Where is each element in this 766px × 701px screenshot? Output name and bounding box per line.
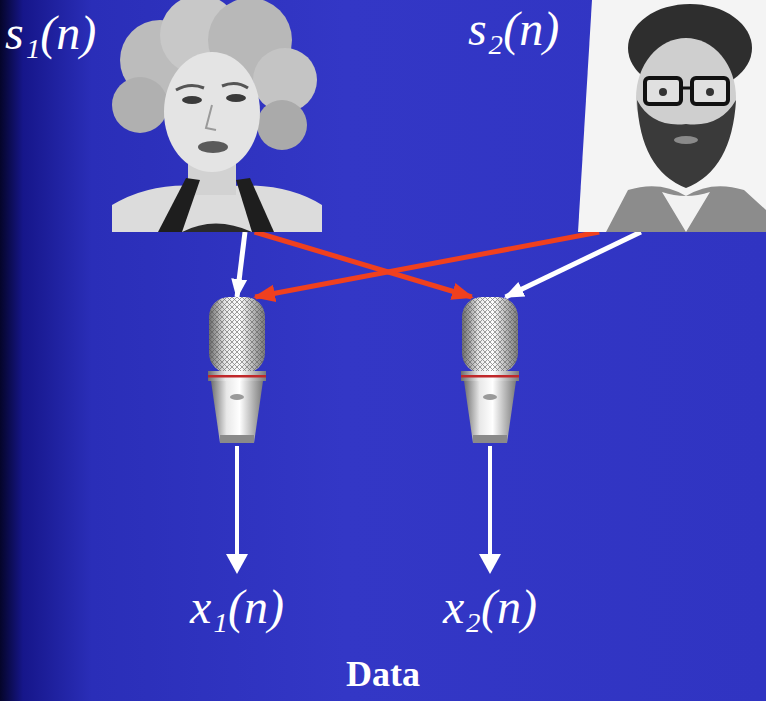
speaker-portrait [112,0,322,232]
microphone-node: x₂(n) [425,295,555,636]
microphone-symbol [208,297,266,443]
signal-path [237,232,245,297]
signal-name: s₁(n) [5,4,96,62]
signal-name: x₁(n) [190,578,284,636]
signal-path [255,232,599,297]
output-arrow [226,446,248,574]
signal-name: x₂(n) [443,578,537,636]
speaker-node: s₁(n) [5,0,325,232]
speaker-portrait [578,0,766,232]
microphone-symbol [461,297,519,443]
output-arrow [479,446,501,574]
signal-name: s₂(n) [468,0,559,58]
speaker-node: s₂(n) [468,0,766,232]
signal-path [506,232,641,297]
caption-label: Data [233,655,533,695]
microphone-node: x₁(n) [172,295,302,636]
